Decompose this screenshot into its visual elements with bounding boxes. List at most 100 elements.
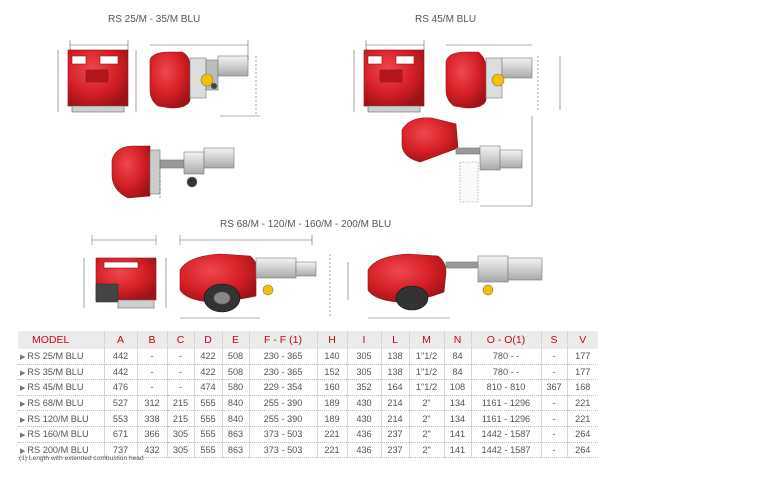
value-cell: 840 <box>221 410 249 427</box>
value-cell: 214 <box>380 410 409 427</box>
value-cell: 255 - 390 <box>248 395 317 412</box>
model-name: RS 35/M BLU <box>27 366 84 377</box>
rs45-front-view <box>353 40 425 113</box>
model-cell: ▶RS 35/M BLU <box>18 364 104 381</box>
value-cell: 373 - 503 <box>248 426 317 443</box>
value-cell: 366 <box>136 426 167 443</box>
value-cell: 2" <box>408 410 444 427</box>
value-cell: - <box>136 349 167 365</box>
value-cell: 152 <box>316 364 347 381</box>
value-cell: 442 <box>103 349 137 365</box>
value-cell: 1442 - 1587 <box>470 442 541 459</box>
model-name: RS 68/M BLU <box>27 398 84 409</box>
value-cell: - <box>166 349 194 365</box>
value-cell: - <box>136 364 167 381</box>
model-name: RS 45/M BLU <box>27 382 84 393</box>
column-header: C <box>166 331 194 349</box>
value-cell: 863 <box>221 426 249 443</box>
value-cell: - <box>540 349 567 365</box>
column-header: E <box>221 331 249 349</box>
model-name: RS 25/M BLU <box>27 351 84 362</box>
row-bullet-icon: ▶ <box>20 432 26 440</box>
value-cell: 164 <box>380 379 409 396</box>
value-cell: 312 <box>136 395 167 412</box>
column-header: M <box>408 331 444 349</box>
value-cell: 780 - - <box>470 364 541 381</box>
value-cell: 177 <box>566 364 598 381</box>
value-cell: 553 <box>103 410 137 427</box>
value-cell: 189 <box>316 395 347 412</box>
value-cell: 338 <box>136 410 167 427</box>
value-cell: 168 <box>566 379 598 396</box>
caption-rs25-35: RS 25/M - 35/M BLU <box>108 14 201 25</box>
value-cell: - <box>136 379 167 396</box>
value-cell: 580 <box>221 379 249 396</box>
value-cell: 810 - 810 <box>470 379 541 396</box>
value-cell: 476 <box>103 379 137 396</box>
value-cell: 1"1/2 <box>408 364 444 381</box>
value-cell: 140 <box>316 349 347 365</box>
row-bullet-icon: ▶ <box>20 354 26 362</box>
model-cell: ▶RS 120/M BLU <box>18 410 104 427</box>
value-cell: 138 <box>380 364 409 381</box>
value-cell: 527 <box>103 395 137 412</box>
value-cell: - <box>166 364 194 381</box>
value-cell: 134 <box>443 410 471 427</box>
value-cell: 1442 - 1587 <box>470 426 541 443</box>
value-cell: - <box>540 364 567 381</box>
value-cell: 189 <box>316 410 347 427</box>
column-header: S <box>540 331 567 349</box>
column-header: N <box>443 331 471 349</box>
value-cell: 305 <box>166 426 194 443</box>
column-header: A <box>103 331 137 349</box>
rs45-top-view <box>401 116 533 207</box>
column-header: H <box>316 331 347 349</box>
value-cell: 84 <box>443 364 471 381</box>
value-cell: 671 <box>103 426 137 443</box>
value-cell: 221 <box>316 426 347 443</box>
value-cell: 237 <box>380 426 409 443</box>
value-cell: 780 - - <box>470 349 541 365</box>
rs68-front-view <box>83 235 167 309</box>
value-cell: 1161 - 1296 <box>470 395 541 412</box>
value-cell: 305 <box>166 442 194 459</box>
value-cell: 230 - 365 <box>248 349 317 365</box>
rs25-side-view <box>149 40 260 117</box>
rs25-top-view <box>111 145 235 200</box>
value-cell: 430 <box>346 395 381 412</box>
value-cell: 422 <box>193 364 222 381</box>
row-bullet-icon: ▶ <box>20 401 26 409</box>
column-header: V <box>566 331 598 349</box>
value-cell: - <box>540 442 567 459</box>
model-cell: ▶RS 160/M BLU <box>18 426 104 443</box>
value-cell: 2" <box>408 395 444 412</box>
model-name: RS 200/M BLU <box>27 444 89 455</box>
value-cell: 160 <box>316 379 347 396</box>
model-name: RS 120/M BLU <box>27 413 89 424</box>
value-cell: 508 <box>221 364 249 381</box>
rs68-side-view <box>179 235 349 319</box>
value-cell: 221 <box>316 442 347 459</box>
value-cell: 221 <box>566 410 598 427</box>
value-cell: 237 <box>380 442 409 459</box>
rs25-front-view <box>57 40 137 113</box>
value-cell: 422 <box>193 349 222 365</box>
value-cell: 134 <box>443 395 471 412</box>
value-cell: 863 <box>221 442 249 459</box>
column-header: B <box>136 331 167 349</box>
caption-rs45: RS 45/M BLU <box>415 14 477 25</box>
value-cell: 436 <box>346 426 381 443</box>
value-cell: 555 <box>193 442 222 459</box>
value-cell: 141 <box>443 426 471 443</box>
value-cell: 367 <box>540 379 567 396</box>
value-cell: 474 <box>193 379 222 396</box>
column-header: MODEL <box>18 331 104 349</box>
